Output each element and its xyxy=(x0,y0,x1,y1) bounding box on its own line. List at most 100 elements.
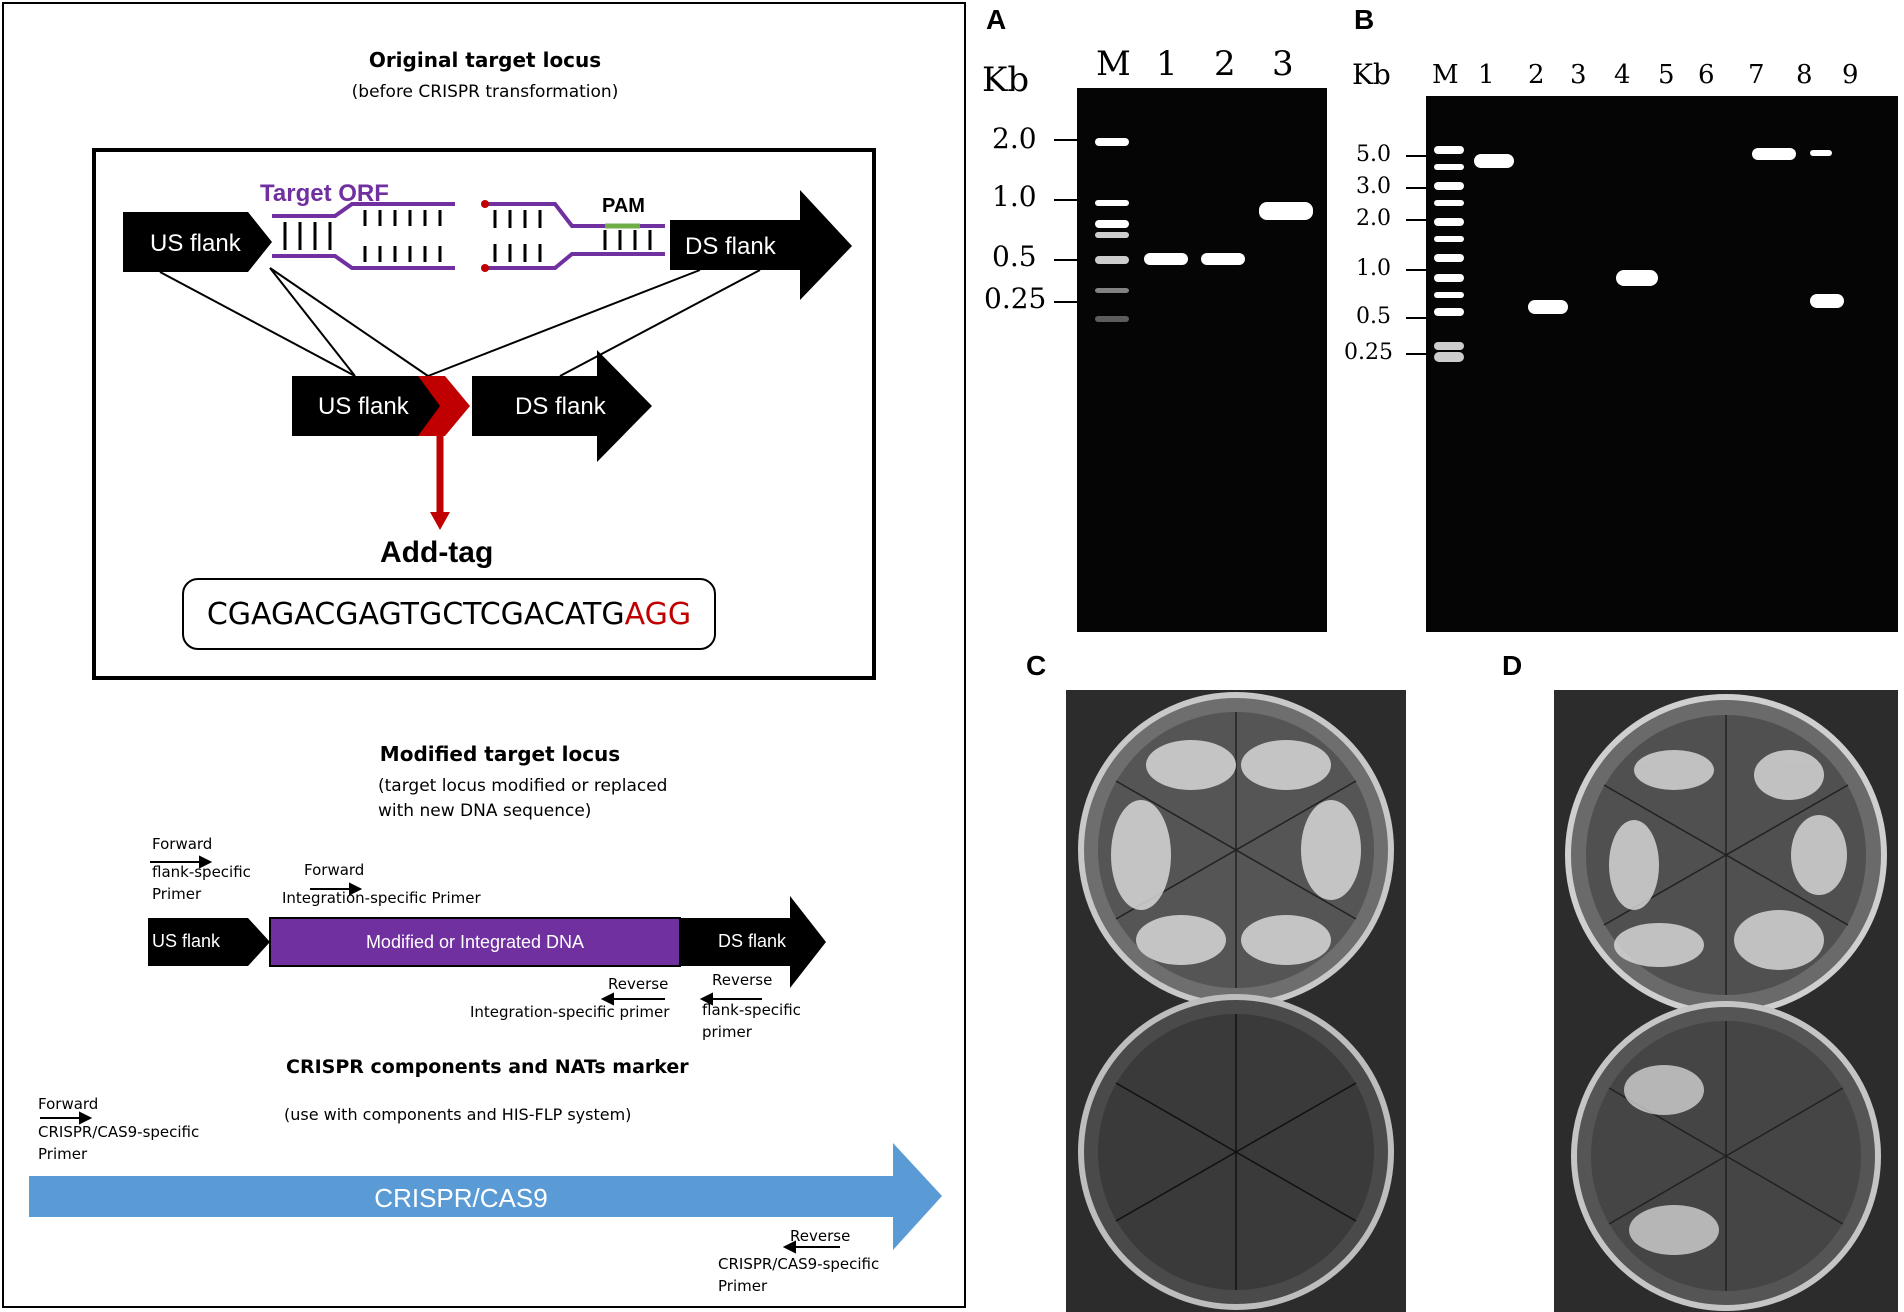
gel-b-lane-2: 2 xyxy=(1528,60,1545,90)
gel-a-lane-2: 2 xyxy=(1214,44,1236,84)
gel-b-ladder: 5.0 3.0 2.0 1.0 0.5 0.25 xyxy=(1344,140,1424,370)
forward-word-2: Forward xyxy=(304,861,365,879)
gel-b-lane-7: 7 xyxy=(1748,60,1765,90)
ds-flank-arrow-modified xyxy=(680,896,826,988)
panel-letter-b: B xyxy=(1354,4,1375,35)
us-flank-arrow-top xyxy=(123,212,272,272)
gel-b-lane-9: 9 xyxy=(1842,60,1859,90)
original-locus-box xyxy=(92,148,876,680)
gel-b-lane-3: 3 xyxy=(1570,60,1587,90)
plates-c-drawing xyxy=(1078,692,1394,1310)
modified-locus-subtitle-2: with new DNA sequence) xyxy=(378,801,592,821)
gel-a-unit-label: Kb xyxy=(982,60,1030,100)
forward-crispr-primer-label: Forward CRISPR/CAS9-specific Primer xyxy=(38,1094,199,1165)
ds-flank-arrow-top xyxy=(670,190,852,300)
ds-flank-bottom-label: DS flank xyxy=(515,393,606,420)
us-flank-arrow-bottom xyxy=(292,376,445,436)
primer-lower-word: primer xyxy=(702,1022,752,1041)
ladder-a-0-25: 0.25 xyxy=(984,282,1047,315)
crispr-primer-word: CRISPR/CAS9-specific xyxy=(38,1122,200,1141)
primer-word-4: Primer xyxy=(718,1276,768,1295)
us-flank-bottom-label: US flank xyxy=(318,393,409,420)
forward-integration-primer-label: Forward Integration-specific Primer xyxy=(282,860,481,910)
crispr-components-subtitle: (use with components and HIS-FLP system) xyxy=(284,1105,632,1124)
ladder-b-5-0: 5.0 xyxy=(1356,142,1391,167)
add-tag-arrow xyxy=(430,512,450,530)
ladder-a-2-0: 2.0 xyxy=(992,122,1037,155)
ds-flank-arrow-bottom xyxy=(472,350,652,462)
ladder-b-0-25: 0.25 xyxy=(1344,340,1393,365)
reverse-crispr-primer-label: Reverse CRISPR/CAS9-specific Primer xyxy=(718,1226,879,1297)
gel-a-lane-3: 3 xyxy=(1272,44,1294,84)
plates-d-photo xyxy=(1554,690,1898,1312)
forward-word: Forward xyxy=(152,835,213,853)
pam-label: PAM xyxy=(602,195,645,217)
add-tag-label: Add-tag xyxy=(380,536,494,569)
gel-b-lane-6: 6 xyxy=(1698,60,1715,90)
ladder-a-0-5: 0.5 xyxy=(992,240,1037,273)
gel-b-lane-5: 5 xyxy=(1658,60,1675,90)
primer-word-3: Primer xyxy=(38,1144,88,1163)
reverse-word: Reverse xyxy=(608,975,669,993)
integration-primer-word: Integration-specific Primer xyxy=(282,888,481,907)
plates-c-photo xyxy=(1066,690,1406,1312)
panel-letter-c: C xyxy=(1026,650,1047,681)
gel-a-ticks xyxy=(1054,139,1078,303)
modified-dna-bar xyxy=(269,917,681,967)
reverse-flank-primer-label: Reverse flank-specific primer xyxy=(702,970,801,1043)
ladder-b-2-0: 2.0 xyxy=(1356,206,1391,231)
ladder-b-0-5: 0.5 xyxy=(1356,304,1391,329)
gel-b-bands xyxy=(1434,146,1844,362)
plates-d-drawing xyxy=(1565,694,1887,1311)
crispr-components-title: CRISPR components and NATs marker xyxy=(286,1056,689,1078)
original-locus-subtitle: (before CRISPR transformation) xyxy=(351,82,619,102)
gel-b-ticks xyxy=(1406,155,1426,355)
gel-b-image xyxy=(1426,96,1898,632)
modified-dna-label: Modified or Integrated DNA xyxy=(365,932,585,952)
flank-specific-word: flank-specific xyxy=(152,862,251,881)
forward-word-3: Forward xyxy=(38,1095,99,1113)
original-locus-title: Original target locus xyxy=(368,48,602,72)
gel-b-lane-4: 4 xyxy=(1614,60,1631,90)
modified-locus-title: Modified target locus xyxy=(379,742,621,766)
schematic-frame xyxy=(2,2,966,1308)
primer-word: Primer xyxy=(152,884,202,903)
gel-a-bands xyxy=(1095,138,1313,322)
gel-b-lane-m: M xyxy=(1432,60,1459,90)
tag-insert-chevron xyxy=(418,376,470,436)
integration-primer-lower-word: Integration-specific primer xyxy=(470,1002,670,1021)
us-flank-arrow-modified xyxy=(148,918,270,966)
gel-a-image xyxy=(1077,88,1327,632)
gel-a-lane-m: M xyxy=(1096,44,1131,84)
ladder-a-1-0: 1.0 xyxy=(992,180,1037,213)
flank-specific-word-2: flank-specific xyxy=(702,1000,801,1019)
ladder-b-1-0: 1.0 xyxy=(1356,256,1391,281)
crispr-primer-word-2: CRISPR/CAS9-specific xyxy=(718,1254,880,1273)
gel-b-unit-label: Kb xyxy=(1352,58,1391,91)
tag-sequence-pam: AGG xyxy=(624,596,692,632)
target-orf-label: Target ORF xyxy=(260,180,389,207)
crispr-cas9-label: CRISPR/CAS9 xyxy=(374,1183,548,1213)
panel-letter-a: A xyxy=(986,4,1007,35)
us-flank-modified-label: US flank xyxy=(152,931,221,951)
gel-b-lane-labels: M 1 2 3 4 5 6 7 8 9 xyxy=(1432,60,1892,96)
reverse-word-2: Reverse xyxy=(712,971,773,989)
gel-a-lane-1: 1 xyxy=(1156,44,1178,84)
reverse-word-3: Reverse xyxy=(790,1227,851,1245)
forward-flank-primer-label: Forward flank-specific Primer xyxy=(152,834,251,905)
panel-letter-d: D xyxy=(1502,650,1523,681)
gel-b-lane-8: 8 xyxy=(1796,60,1813,90)
gel-a-lane-labels: M 1 2 3 xyxy=(1096,44,1306,88)
locus-diagram xyxy=(29,190,942,1254)
us-flank-top-label: US flank xyxy=(150,230,241,257)
modified-locus-subtitle-1: (target locus modified or replaced xyxy=(378,776,668,796)
gel-b-lane-1: 1 xyxy=(1478,60,1495,90)
ds-flank-top-label: DS flank xyxy=(685,233,776,260)
crispr-cas9-arrow xyxy=(29,1143,942,1250)
ds-flank-modified-label: DS flank xyxy=(718,931,787,951)
ladder-b-3-0: 3.0 xyxy=(1356,174,1391,199)
gel-a-ladder: 2.0 1.0 0.5 0.25 xyxy=(984,118,1074,338)
reverse-integration-primer-label: Reverse Integration-specific primer xyxy=(470,974,669,1024)
tag-sequence: CGAGACGAGTGCTCGACATG xyxy=(206,596,625,632)
